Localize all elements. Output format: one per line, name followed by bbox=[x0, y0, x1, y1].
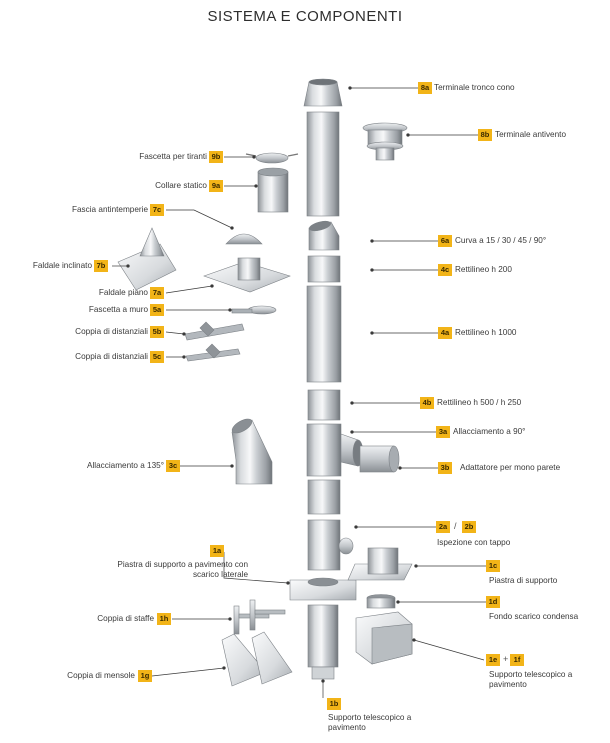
label-allacciamento-90: Allacciamento a 90° bbox=[453, 427, 526, 436]
badge-1c: 1c bbox=[486, 560, 500, 572]
badge-3a: 3a bbox=[436, 426, 450, 438]
pipe-segment bbox=[307, 389, 341, 421]
label-terminale-antivento: Terminale antivento bbox=[495, 130, 566, 139]
label-piastra-di-supporto: Piastra di supporto bbox=[489, 576, 558, 585]
badge-9a: 9a bbox=[209, 180, 223, 192]
badge-1a: 1a bbox=[210, 545, 224, 557]
label-coppia-di-mensole: Coppia di mensole bbox=[67, 671, 135, 680]
telescopic-support-1b bbox=[307, 604, 339, 668]
badge-1d: 1d bbox=[486, 596, 500, 608]
badge-1g: 1g bbox=[138, 670, 152, 682]
label-fascetta-a-muro: Fascetta a muro bbox=[88, 305, 148, 314]
right-components bbox=[347, 122, 413, 665]
label-supporto-telescopico-1b: Supporto telescopico a pavimento bbox=[328, 713, 412, 732]
label-coppia-distanziali-5b: Coppia di distanziali bbox=[75, 327, 148, 336]
label-faldale-piano: Faldale piano bbox=[98, 288, 148, 297]
label-adattatore-mono-parete: Adattatore per mono parete bbox=[460, 463, 561, 472]
label-curva: Curva a 15 / 30 / 45 / 90° bbox=[455, 236, 547, 245]
label-allacciamento-135: Allacciamento a 135° bbox=[86, 461, 164, 470]
label-collare-statico: Collare statico bbox=[155, 181, 207, 190]
badge-2b: 2b bbox=[462, 521, 476, 533]
label-fascetta-per-tiranti: Fascetta per tiranti bbox=[139, 152, 207, 161]
label-terminale-tronco-cono: Terminale tronco cono bbox=[434, 83, 515, 92]
badge-8b: 8b bbox=[478, 129, 492, 141]
badge-5b: 5b bbox=[150, 326, 164, 338]
label-ispezione-con-tappo: Ispezione con tappo bbox=[437, 538, 511, 547]
pipe-segment bbox=[307, 479, 341, 515]
label-coppia-di-staffe: Coppia di staffe bbox=[97, 614, 154, 623]
label-fondo-scarico-condensa: Fondo scarico condensa bbox=[489, 612, 579, 621]
pipe-segment bbox=[306, 111, 340, 217]
page-title: SISTEMA E COMPONENTI bbox=[207, 8, 403, 25]
badge-1e: 1e bbox=[486, 654, 500, 666]
badge-7a: 7a bbox=[150, 287, 164, 299]
badge-9b: 9b bbox=[209, 151, 223, 163]
badge-2a: 2a bbox=[436, 521, 450, 533]
tee-90-3a bbox=[306, 423, 342, 477]
badge-3b: 3b bbox=[438, 462, 452, 474]
badge-5a: 5a bbox=[150, 304, 164, 316]
badge-1h: 1h bbox=[157, 613, 171, 625]
badge-4c: 4c bbox=[438, 264, 452, 276]
badge-3c: 3c bbox=[166, 460, 180, 472]
badge-8a: 8a bbox=[418, 82, 432, 94]
badge-6a: 6a bbox=[438, 235, 452, 247]
label-rettilineo-h500-h250: Rettilineo h 500 / h 250 bbox=[437, 398, 522, 407]
separator-1e-1f: + bbox=[503, 654, 509, 664]
label-coppia-distanziali-5c: Coppia di distanziali bbox=[75, 352, 148, 361]
badge-4b: 4b bbox=[420, 397, 434, 409]
label-faldale-inclinato: Faldale inclinato bbox=[32, 261, 92, 270]
badge-4a: 4a bbox=[438, 327, 452, 339]
label-rettilineo-h1000: Rettilineo h 1000 bbox=[455, 328, 517, 337]
terminal-cone-8a bbox=[303, 81, 343, 107]
label-rettilineo-h200: Rettilineo h 200 bbox=[455, 265, 512, 274]
inspection-2a-2b bbox=[307, 519, 341, 571]
badge-7c: 7c bbox=[150, 204, 164, 216]
badge-1b: 1b bbox=[327, 698, 341, 710]
label-fascia-antintemperie: Fascia antintemperie bbox=[72, 205, 148, 214]
badge-5c: 5c bbox=[150, 351, 164, 363]
separator-2a-2b: / bbox=[454, 521, 457, 531]
badge-1f: 1f bbox=[510, 654, 524, 666]
pipe-segment bbox=[307, 255, 341, 283]
leader-lines bbox=[112, 86, 486, 698]
badge-7b: 7b bbox=[94, 260, 108, 272]
label-piastra-supporto-pavimento: Piastra di supporto a pavimento con scar… bbox=[117, 560, 248, 579]
label-supporto-telescopico-1e-1f: Supporto telescopico a pavimento bbox=[489, 670, 573, 689]
pipe-segment bbox=[306, 285, 342, 383]
chimney-column bbox=[289, 78, 364, 680]
left-components bbox=[117, 152, 299, 687]
